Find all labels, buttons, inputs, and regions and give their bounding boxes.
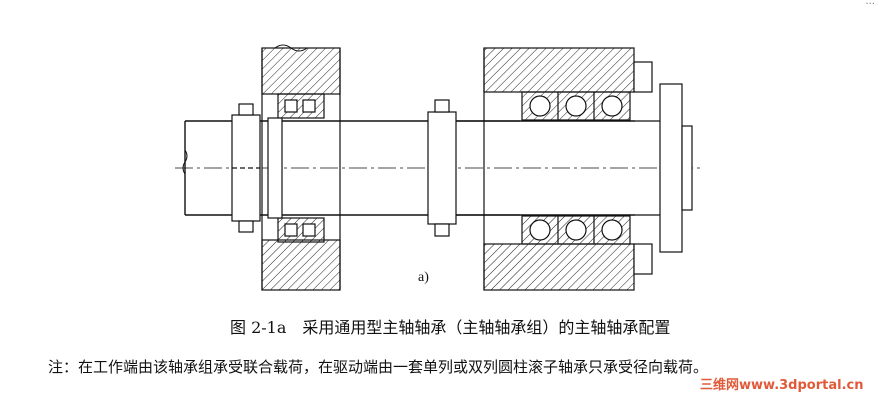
drive-end-locknut [231, 103, 261, 233]
figure-caption: 图 2-1a 采用通用型主轴轴承（主轴轴承组）的主轴轴承配置 [230, 318, 670, 338]
spindle-bearing-drawing [175, 44, 700, 291]
drive-end-housing [261, 44, 341, 291]
subfigure-label: a) [418, 270, 429, 285]
work-end-housing [483, 47, 653, 291]
figure-title: 采用通用型主轴轴承（主轴轴承组）的主轴轴承配置 [302, 318, 671, 337]
top-edge-mark: ··· [865, 0, 875, 10]
site-watermark: 三维网www.3dportal.cn [700, 378, 864, 393]
figure-number: 图 2-1a [230, 318, 287, 337]
figure-note: 注：在工作端由该轴承组承受联合载荷，在驱动端由一套单列或双列圆柱滚子轴承只承受径… [48, 358, 709, 376]
end-cover-flange [635, 83, 693, 253]
spacer-sleeve [427, 99, 520, 237]
angular-contact-ball-bearing-set [521, 91, 631, 245]
cylindrical-roller-bearing [267, 93, 325, 243]
